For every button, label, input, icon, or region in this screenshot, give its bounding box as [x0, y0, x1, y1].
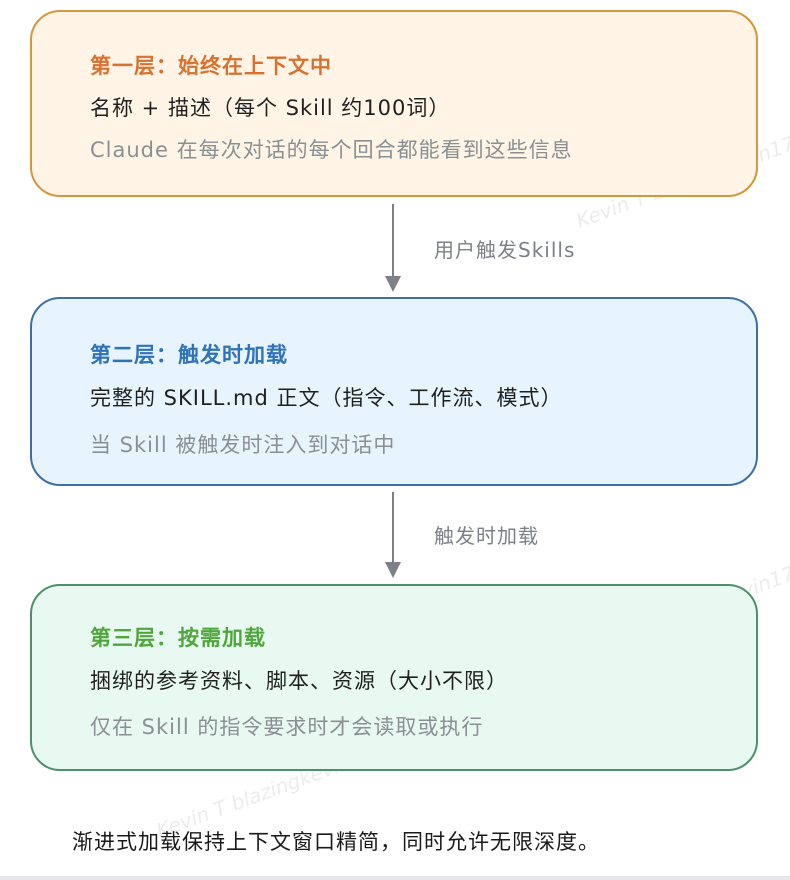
down-arrow-icon: [385, 492, 401, 578]
layer-2-note: 当 Skill 被触发时注入到对话中: [90, 433, 396, 457]
layer-2-content: 完整的 SKILL.md 正文（指令、工作流、模式）: [90, 386, 563, 410]
layer-3-note: 仅在 Skill 的指令要求时才会读取或执行: [90, 715, 484, 739]
layer-2-title: 第二层：触发时加载: [90, 343, 288, 367]
down-arrow-icon: [385, 204, 401, 292]
bottom-divider: [0, 876, 790, 880]
layer-3-title: 第三层：按需加载: [90, 626, 266, 650]
layer-3-box: 第三层：按需加载 捆绑的参考资料、脚本、资源（大小不限） 仅在 Skill 的指…: [30, 584, 758, 771]
footer-caption: 渐进式加载保持上下文窗口精简，同时允许无限深度。: [72, 830, 600, 854]
layer-2-box: 第二层：触发时加载 完整的 SKILL.md 正文（指令、工作流、模式） 当 S…: [30, 297, 758, 486]
layer-1-title: 第一层：始终在上下文中: [90, 54, 332, 78]
arrow-2-label: 触发时加载: [434, 524, 539, 548]
layer-1-note: Claude 在每次对话的每个回合都能看到这些信息: [90, 138, 573, 162]
layer-1-content: 名称 + 描述（每个 Skill 约100词）: [90, 96, 451, 120]
layer-1-box: 第一层：始终在上下文中 名称 + 描述（每个 Skill 约100词） Clau…: [30, 10, 758, 197]
arrow-1-label: 用户触发Skills: [434, 238, 576, 262]
layer-3-content: 捆绑的参考资料、脚本、资源（大小不限）: [90, 669, 508, 693]
